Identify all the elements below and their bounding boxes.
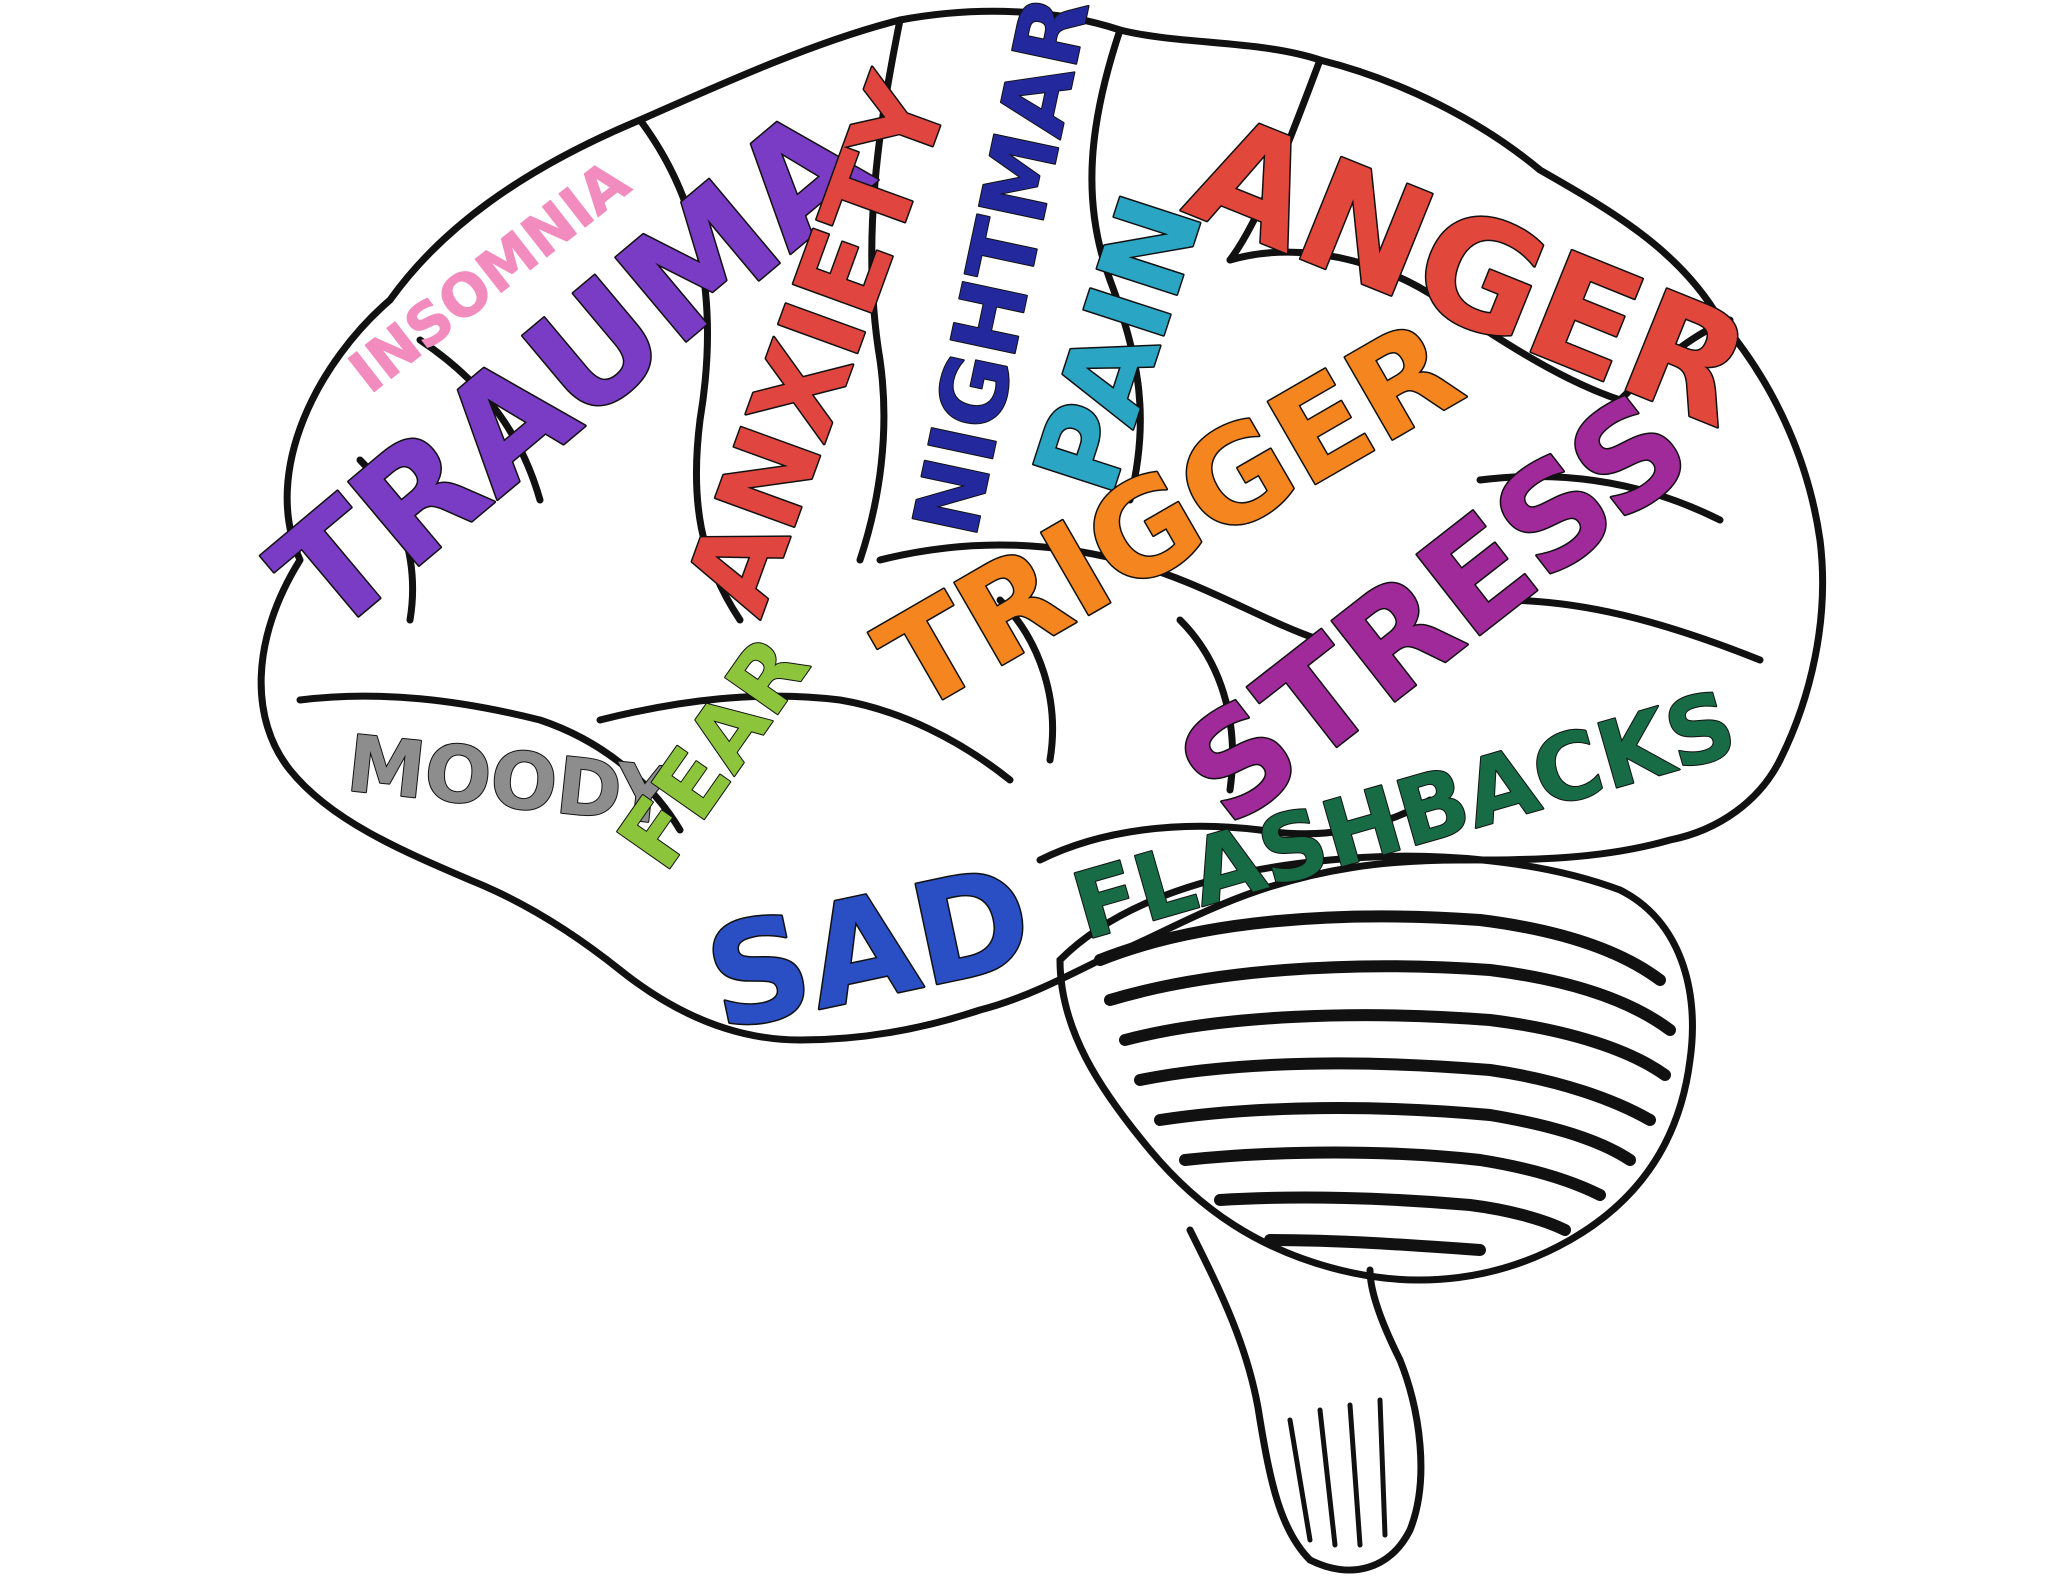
- sulcus-3: [1088, 26, 1144, 504]
- folium: [1264, 1234, 1486, 1256]
- sulcus-9: [1036, 796, 1434, 864]
- folium: [1154, 1102, 1636, 1166]
- sulcus-4: [1226, 56, 1324, 264]
- folium: [1214, 1191, 1571, 1236]
- folium: [1104, 960, 1676, 1036]
- folium: [1094, 910, 1666, 986]
- sulcus-6: [876, 541, 1324, 644]
- sulcus-15: [1176, 616, 1236, 794]
- sulcus-16: [1616, 316, 1734, 404]
- brainstem-stripe: [1287, 1417, 1313, 1543]
- cerebellum-contour: [1056, 852, 1696, 1284]
- sulcus-8: [296, 692, 684, 834]
- sulcus-5: [1226, 248, 1624, 404]
- cerebrum-contour: [257, 7, 1827, 1044]
- brainstem-stripe: [1377, 1397, 1388, 1538]
- brainstem: [1186, 1226, 1425, 1574]
- folium: [1179, 1146, 1606, 1201]
- sulcus-2: [856, 16, 904, 564]
- word-layer: INSOMNIA TRAUMA ANXIETY NIGHTMARE ANGER …: [240, 0, 1774, 1065]
- brain-outline: [257, 7, 1827, 1044]
- cerebellum-folia: [1094, 910, 1676, 1256]
- sulcus-1: [636, 116, 744, 624]
- brainstem-contour: [1186, 1226, 1425, 1574]
- sulcus-10: [1476, 472, 1724, 524]
- word-sad: SAD: [693, 836, 1045, 1063]
- sulcus-13: [356, 456, 416, 624]
- folium: [1119, 1009, 1671, 1081]
- sulcus-7: [596, 692, 1014, 784]
- brainstem-stripe: [1347, 1402, 1363, 1548]
- cerebellum: [1056, 852, 1696, 1284]
- sulcus-14: [996, 596, 1056, 764]
- folium: [1134, 1057, 1656, 1126]
- brainstem-stripe: [1317, 1407, 1338, 1548]
- sulcus-12: [416, 336, 544, 504]
- sulcus-11: [1496, 596, 1764, 664]
